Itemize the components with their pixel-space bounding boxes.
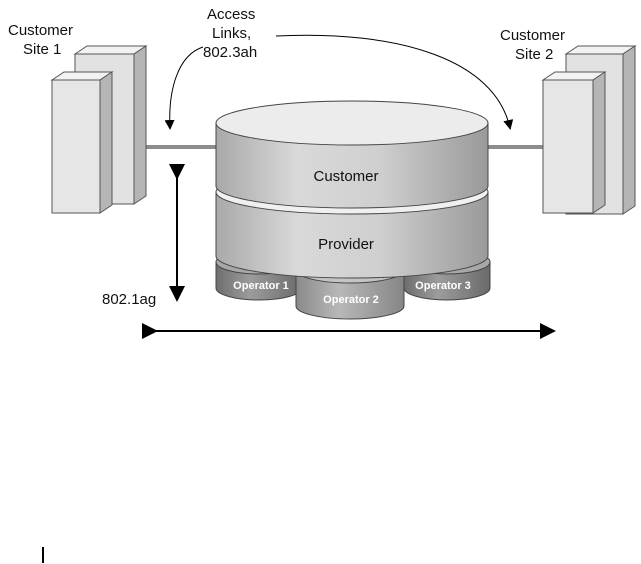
access-links-label-line3: 802.3ah <box>203 44 258 61</box>
site-1-label-line1: Customer <box>8 22 74 39</box>
customer-layer-label: Customer <box>313 168 378 185</box>
operator-3-label: Operator 3 <box>415 280 471 292</box>
customer-layer-disk <box>215 100 489 209</box>
access-arrow-left <box>164 46 204 130</box>
customer-site-2-servers <box>541 45 637 215</box>
text-cursor <box>42 547 44 563</box>
site-2-label-line1: Customer <box>500 27 566 44</box>
site-2-label-line2: Site 2 <box>515 46 554 63</box>
access-arrow-right <box>275 34 514 130</box>
operator-1-label: Operator 1 <box>233 280 289 292</box>
access-links-label-line2: Links, <box>212 25 252 42</box>
access-links-label-line1: Access <box>207 6 256 23</box>
operator-2-label: Operator 2 <box>323 294 379 306</box>
provider-layer-label: Provider <box>318 236 374 253</box>
site-1-label-line2: Site 1 <box>23 41 62 58</box>
standard-8021ag-label: 802.1ag <box>102 291 157 308</box>
customer-site-1-servers <box>50 45 148 214</box>
